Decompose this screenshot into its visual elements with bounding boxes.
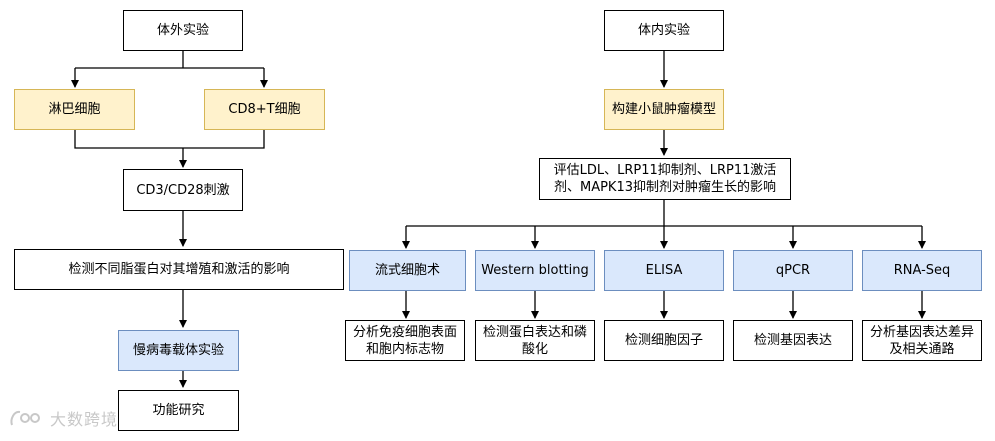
method-rna-seq: RNA-Seq (862, 250, 982, 291)
result-qpcr: 检测基因表达 (733, 320, 853, 361)
lymphocyte-box: 淋巴细胞 (14, 89, 135, 130)
stimulation-box: CD3/CD28刺激 (123, 169, 243, 211)
function-study-box: 功能研究 (118, 390, 239, 431)
cd8-t-cell-box: CD8+T细胞 (204, 89, 325, 130)
arrow-invitro-split (75, 51, 264, 87)
merge-to-stimulation (74, 130, 265, 167)
method-elisa: ELISA (604, 250, 724, 291)
method-flow-cytometry: 流式细胞术 (349, 250, 466, 291)
evaluate-box: 评估LDL、LRP11抑制剂、LRP11激活剂、MAPK13抑制剂对肿瘤生长的影… (539, 158, 791, 200)
method-western-blotting: Western blotting (475, 250, 595, 291)
result-flow-cytometry: 分析免疫细胞表面和胞内标志物 (345, 320, 465, 361)
in-vitro-box: 体外实验 (123, 10, 243, 51)
watermark: 大数跨境 (8, 406, 118, 430)
result-elisa: 检测细胞因子 (604, 320, 724, 361)
method-qpcr: qPCR (733, 250, 853, 291)
mouse-model-box: 构建小鼠肿瘤模型 (604, 89, 724, 130)
in-vivo-box: 体内实验 (604, 10, 724, 51)
lentivirus-box: 慢病毒载体实验 (118, 330, 239, 371)
result-rna-seq: 分析基因表达差异及相关通路 (862, 320, 982, 361)
detect-effect-box: 检测不同脂蛋白对其增殖和激活的影响 (14, 249, 344, 290)
watermark-logo-icon (10, 410, 40, 426)
result-western-blotting: 检测蛋白表达和磷酸化 (475, 320, 595, 361)
evaluate-split (406, 200, 922, 227)
